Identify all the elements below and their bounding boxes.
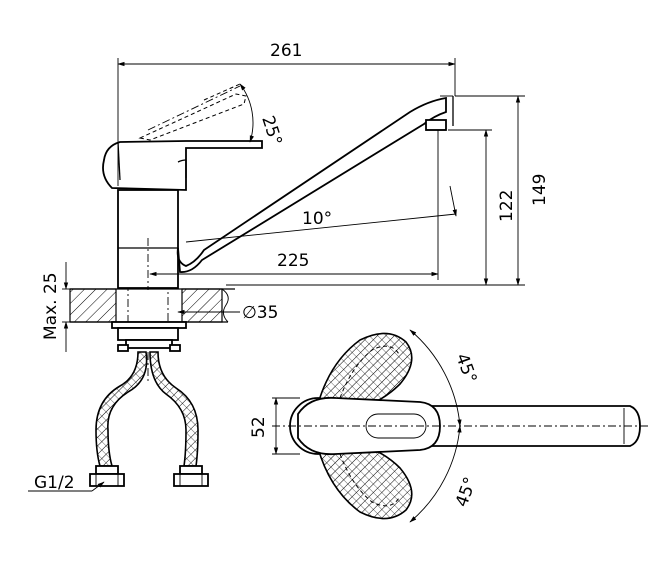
- overall-width-label: 261: [270, 41, 302, 61]
- fitting-left: [95, 465, 119, 475]
- aerator: [425, 119, 447, 131]
- hose-right: [149, 351, 199, 467]
- lever-handle: [102, 140, 263, 191]
- lever-swivel-up: [317, 332, 413, 415]
- thread-label: G1/2: [34, 473, 75, 493]
- mounting-nut: [117, 327, 179, 341]
- spout-reach-label: 225: [277, 251, 309, 271]
- swivel-top-label: 45°: [451, 351, 480, 386]
- lever-swivel-down: [317, 439, 413, 520]
- countertop-right: [181, 288, 223, 323]
- top-view: 52 45° 45°: [249, 329, 650, 523]
- lever-tilted-outline: [138, 93, 247, 141]
- countertop-left: [69, 288, 117, 323]
- height-122-label: 122: [497, 190, 517, 222]
- side-view: 25° 10° 225 261 149 122 Max. 25 ∅3: [28, 41, 550, 493]
- hose-left: [95, 351, 148, 467]
- swivel-bottom-label: 45°: [452, 475, 481, 510]
- spout-tilt-label: 10°: [302, 209, 332, 229]
- max-thickness-label: Max. 25: [41, 272, 61, 340]
- fitting-right: [179, 465, 203, 475]
- lever-width-label: 52: [249, 416, 269, 438]
- hole-diameter-label: ∅35: [242, 303, 278, 323]
- spout: [176, 96, 447, 273]
- height-149-label: 149: [530, 174, 550, 206]
